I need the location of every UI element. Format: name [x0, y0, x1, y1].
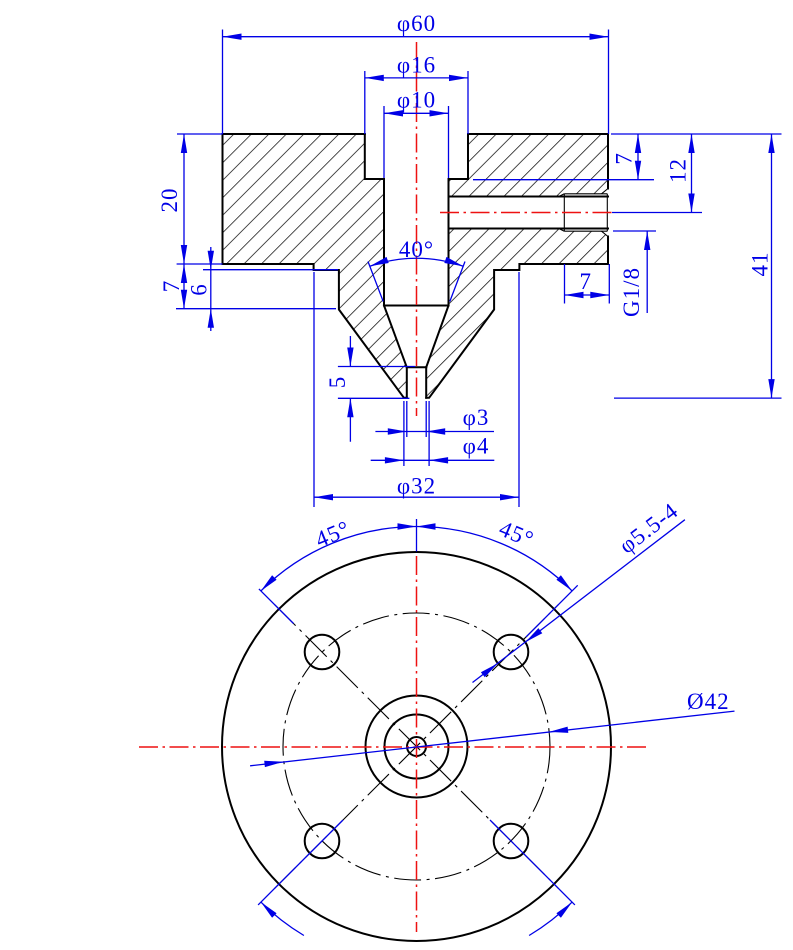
dim-thread-spec: G1/8: [619, 267, 644, 317]
dim-counterbore-diameter: φ16: [397, 53, 436, 78]
dim-thread-length: 7: [580, 269, 593, 294]
bottom-view-centerlines: [139, 556, 646, 932]
dim-total-height: 41: [748, 252, 773, 277]
dim-step-height: 7: [159, 280, 184, 293]
dimension-texts: φ60 φ16 φ10 40° 20 7 6 5 φ3 φ4 φ32 7 12 …: [157, 11, 773, 714]
dim-tip-flat-diameter: φ4: [463, 434, 490, 459]
dim-outer-diameter: φ60: [397, 11, 436, 36]
dim-tip-length: 5: [325, 376, 350, 389]
section-thread-lines: [558, 188, 609, 237]
section-outline: [221, 133, 609, 399]
dim-boss-diameter: φ32: [397, 474, 436, 499]
dim-bolt-circle-diameter: Ø42: [687, 689, 730, 714]
dim-bore-diameter: φ10: [397, 88, 436, 113]
dim-body-height: 20: [157, 188, 182, 213]
dim-angle-right: 45°: [496, 516, 538, 553]
section-hatch-regions: [222, 134, 608, 398]
dim-collar-height: 6: [187, 283, 212, 296]
dim-counterbore-depth: 7: [612, 152, 637, 165]
section-centerlines: [415, 42, 613, 416]
dim-cone-angle: 40°: [399, 237, 434, 262]
dim-orifice-diameter: φ3: [463, 405, 490, 430]
dim-port-axis-depth: 12: [665, 158, 690, 183]
dim-angle-left: 45°: [312, 516, 354, 553]
dim-bolt-holes: φ5.5-4: [614, 498, 683, 559]
bottom-view-dimension-lines: [250, 519, 735, 937]
